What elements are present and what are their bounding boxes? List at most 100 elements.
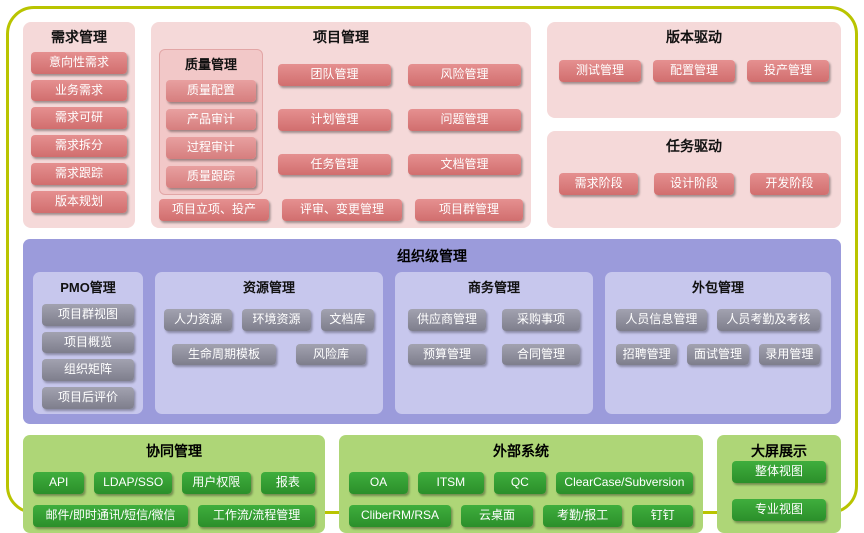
external-item: 钉钉 [632, 504, 693, 527]
version-driven-item: 配置管理 [653, 59, 735, 82]
resource-panel: 资源管理 人力资源 环境资源 文档库 生命周期模板 风险库 [155, 271, 383, 414]
external-systems-title: 外部系统 [493, 442, 549, 459]
task-driven-item: 需求阶段 [559, 173, 639, 195]
collaboration-item: LDAP/SSO [94, 471, 172, 494]
outsourcing-row-1: 人员信息管理 人员考勤及考核 [614, 308, 822, 331]
requirements-title: 需求管理 [51, 29, 107, 45]
project-column-1: 团队管理 计划管理 任务管理 [276, 49, 393, 195]
version-driven-panel: 版本驱动 测试管理 配置管理 投产管理 [547, 22, 841, 119]
resource-item: 环境资源 [242, 308, 311, 331]
collaboration-title: 协同管理 [146, 442, 202, 459]
task-driven-item: 设计阶段 [654, 173, 734, 195]
project-item: 项目立项、投产 [159, 198, 269, 221]
business-title: 商务管理 [467, 279, 520, 295]
business-item: 采购事项 [502, 308, 580, 331]
external-systems-panel: 外部系统 OA ITSM QC ClearCase/Subversion Cli… [339, 434, 703, 533]
collaboration-row-1: API LDAP/SSO 用户权限 报表 [33, 471, 315, 494]
outsourcing-item: 招聘管理 [616, 343, 678, 366]
pmo-item: 项目群视图 [42, 303, 134, 326]
resource-row-2: 生命周期模板 风险库 [164, 343, 374, 366]
outsourcing-panel: 外包管理 人员信息管理 人员考勤及考核 招聘管理 面试管理 录用管理 [605, 271, 831, 414]
project-management-panel: 项目管理 质量管理 质量配置 产品审计 过程审计 质量跟踪 团队管理 计划管理 … [151, 22, 531, 228]
project-item: 文档管理 [408, 153, 521, 176]
business-item: 预算管理 [408, 343, 486, 366]
bottom-row: 协同管理 API LDAP/SSO 用户权限 报表 邮件/即时通讯/短信/微信 … [23, 434, 841, 533]
project-bottom-row: 项目立项、投产 评审、变更管理 项目群管理 [159, 198, 523, 221]
requirements-panel: 需求管理 意向性需求 业务需求 需求可研 需求拆分 需求跟踪 版本规划 [23, 22, 135, 228]
external-row-1: OA ITSM QC ClearCase/Subversion [349, 471, 694, 494]
quality-management-panel: 质量管理 质量配置 产品审计 过程审计 质量跟踪 [159, 48, 263, 195]
resource-item: 风险库 [296, 343, 366, 366]
collaboration-item: 工作流/流程管理 [198, 504, 315, 527]
external-item: 云桌面 [461, 504, 533, 527]
outsourcing-item: 人员信息管理 [616, 308, 707, 331]
requirements-item: 版本规划 [31, 190, 127, 213]
task-driven-item: 开发阶段 [749, 173, 829, 195]
quality-item: 质量配置 [166, 79, 256, 102]
quality-item: 质量跟踪 [166, 166, 256, 188]
task-driven-row: 需求阶段 设计阶段 开发阶段 [555, 173, 833, 195]
project-item: 团队管理 [278, 64, 391, 87]
project-management-body: 质量管理 质量配置 产品审计 过程审计 质量跟踪 团队管理 计划管理 任务管理 … [159, 48, 523, 195]
business-panel: 商务管理 供应商管理 采购事项 预算管理 合同管理 [395, 271, 593, 414]
collaboration-item: 报表 [260, 471, 315, 494]
task-driven-title: 任务驱动 [666, 138, 722, 155]
external-item: ITSM [417, 471, 484, 494]
external-item: 考勤/报工 [542, 504, 623, 527]
collaboration-item: API [33, 471, 85, 494]
organization-title: 组织级管理 [397, 247, 467, 264]
architecture-diagram-frame: 需求管理 意向性需求 业务需求 需求可研 需求拆分 需求跟踪 版本规划 项目管理… [6, 6, 858, 533]
pmo-panel: PMO管理 项目群视图 项目概览 组织矩阵 项目后评价 [33, 271, 143, 414]
pmo-item: 项目后评价 [42, 387, 134, 409]
resource-row-1: 人力资源 环境资源 文档库 [164, 308, 374, 331]
resource-item: 人力资源 [164, 308, 233, 331]
quality-item: 产品审计 [166, 108, 256, 131]
display-item: 整体视图 [732, 460, 826, 483]
external-item: ClearCase/Subversion [555, 471, 694, 494]
project-item: 问题管理 [408, 108, 521, 131]
resource-title: 资源管理 [242, 279, 295, 295]
outsourcing-item: 录用管理 [758, 343, 820, 366]
business-item: 合同管理 [502, 343, 580, 366]
version-driven-item: 投产管理 [747, 59, 829, 82]
requirements-item: 业务需求 [31, 79, 127, 102]
project-item: 计划管理 [278, 108, 391, 131]
quality-item: 过程审计 [166, 137, 256, 160]
project-item: 评审、变更管理 [281, 198, 403, 221]
project-management-title: 项目管理 [313, 29, 369, 45]
external-row-2: CliberRM/RSA 云桌面 考勤/报工 钉钉 [349, 504, 693, 527]
collaboration-panel: 协同管理 API LDAP/SSO 用户权限 报表 邮件/即时通讯/短信/微信 … [23, 434, 325, 533]
outsourcing-row-2: 招聘管理 面试管理 录用管理 [614, 343, 822, 366]
collaboration-row-2: 邮件/即时通讯/短信/微信 工作流/流程管理 [33, 504, 315, 527]
resource-item: 生命周期模板 [172, 343, 277, 366]
requirements-item: 需求跟踪 [31, 162, 127, 185]
requirements-item: 需求拆分 [31, 135, 127, 157]
display-panel: 大屏展示 整体视图 专业视图 [717, 434, 841, 533]
business-row-1: 供应商管理 采购事项 [404, 308, 584, 331]
version-driven-item: 测试管理 [559, 59, 641, 82]
outsourcing-item: 面试管理 [687, 343, 749, 366]
resource-item: 文档库 [320, 308, 374, 331]
organization-panel: 组织级管理 PMO管理 项目群视图 项目概览 组织矩阵 项目后评价 资源管理 人… [23, 238, 841, 424]
organization-body: PMO管理 项目群视图 项目概览 组织矩阵 项目后评价 资源管理 人力资源 环境… [33, 271, 831, 414]
business-row-2: 预算管理 合同管理 [404, 343, 584, 366]
version-driven-row: 测试管理 配置管理 投产管理 [555, 59, 833, 82]
requirements-item: 需求可研 [31, 107, 127, 130]
outsourcing-item: 人员考勤及考核 [716, 308, 820, 331]
external-item: QC [493, 471, 546, 494]
pmo-title: PMO管理 [60, 279, 116, 295]
display-item: 专业视图 [732, 498, 826, 521]
top-row: 需求管理 意向性需求 业务需求 需求可研 需求拆分 需求跟踪 版本规划 项目管理… [23, 22, 841, 228]
project-item: 风险管理 [408, 64, 521, 87]
driver-column: 版本驱动 测试管理 配置管理 投产管理 任务驱动 需求阶段 设计阶段 开发阶段 [547, 22, 841, 228]
project-item: 项目群管理 [415, 198, 523, 221]
pmo-item: 项目概览 [42, 331, 134, 354]
collaboration-item: 邮件/即时通讯/短信/微信 [33, 504, 189, 527]
requirements-item: 意向性需求 [31, 51, 127, 74]
pmo-item: 组织矩阵 [42, 359, 134, 382]
business-item: 供应商管理 [408, 308, 486, 331]
display-title: 大屏展示 [751, 442, 807, 459]
task-driven-panel: 任务驱动 需求阶段 设计阶段 开发阶段 [547, 131, 841, 228]
project-item: 任务管理 [278, 153, 391, 176]
external-item: OA [349, 471, 408, 494]
